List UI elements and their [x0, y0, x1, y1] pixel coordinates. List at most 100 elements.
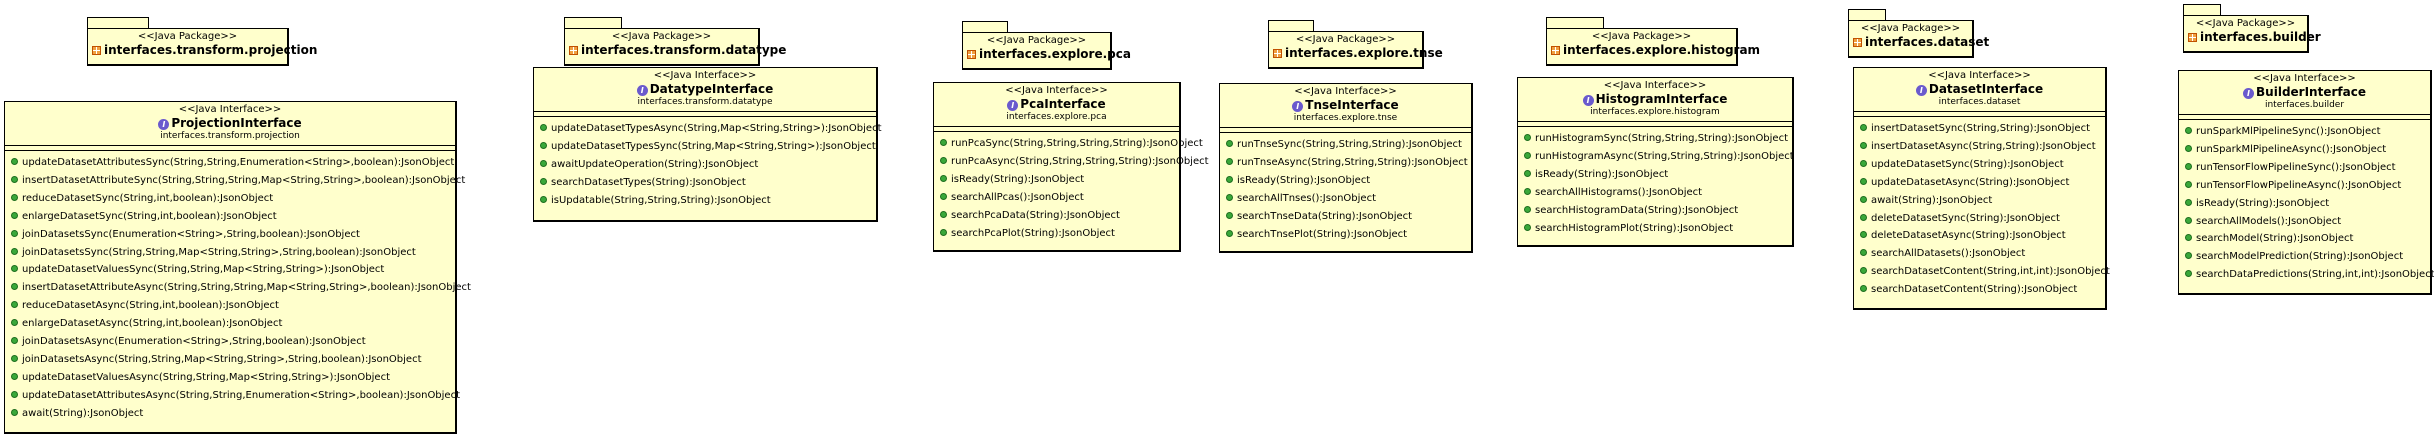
operation-row[interactable]: searchTnseData(String):JsonObject	[1220, 208, 1471, 226]
public-method-icon	[1226, 229, 1233, 237]
public-method-icon	[1860, 285, 1867, 293]
public-method-icon	[11, 247, 18, 255]
interface-name: DatatypeInterface	[649, 82, 774, 96]
operation-row[interactable]: updateDatasetAsync(String):JsonObject	[1854, 174, 2105, 192]
operation-signature: searchAllHistograms():JsonObject	[1535, 186, 1703, 198]
interface-stereotype: <<Java Interface>>	[2253, 73, 2356, 84]
interface-package: interfaces.explore.histogram	[1590, 107, 1720, 117]
package-icon	[569, 46, 578, 55]
operation-row[interactable]: reduceDatasetAsync(String,int,boolean):J…	[5, 297, 455, 315]
interface-package: interfaces.transform.projection	[160, 131, 300, 141]
operation-row[interactable]: runHistogramAsync(String,String,String):…	[1518, 148, 1794, 166]
operation-row[interactable]: isReady(String):JsonObject	[2179, 195, 2430, 213]
public-method-icon	[11, 265, 18, 273]
operation-signature: runHistogramSync(String,String,String):J…	[1535, 133, 1789, 144]
operation-row[interactable]: runTensorFlowPipelineAsync():JsonObject	[2179, 177, 2430, 195]
operation-row[interactable]: runPcaSync(String,String,String,String):…	[934, 135, 1203, 153]
operation-signature: joinDatasetsSync(String,String,Map<Strin…	[22, 246, 416, 258]
operation-row[interactable]: searchAllHistograms():JsonObject	[1518, 184, 1792, 202]
operation-row[interactable]: runSparkMlPipelineAsync():JsonObject	[2179, 141, 2430, 159]
operation-signature: updateDatasetAsync(String):JsonObject	[1871, 176, 2070, 188]
operation-row[interactable]: insertDatasetAttributeSync(String,String…	[5, 172, 465, 190]
operation-row[interactable]: searchHistogramPlot(String):JsonObject	[1518, 220, 1792, 238]
public-method-icon	[2185, 180, 2192, 188]
public-method-icon	[11, 175, 18, 183]
operation-row[interactable]: runTensorFlowPipelineSync():JsonObject	[2179, 159, 2430, 177]
operation-row[interactable]: updateDatasetTypesSync(String,Map<String…	[534, 138, 876, 156]
operation-signature: insertDatasetSync(String,String):JsonObj…	[1871, 123, 2090, 134]
public-method-icon	[940, 210, 947, 218]
operation-row[interactable]: runHistogramSync(String,String,String):J…	[1518, 130, 1792, 148]
operation-row[interactable]: deleteDatasetAsync(String):JsonObject	[1854, 227, 2105, 245]
public-method-icon	[11, 319, 18, 327]
operation-row[interactable]: updateDatasetValuesSync(String,String,Ma…	[5, 261, 455, 279]
operation-signature: searchDatasetContent(String):JsonObject	[1871, 284, 2078, 296]
operation-row[interactable]: runPcaAsync(String,String,String,String)…	[934, 153, 1209, 171]
operation-signature: isReady(String):JsonObject	[1535, 168, 1669, 180]
operation-row[interactable]: searchDatasetTypes(String):JsonObject	[534, 174, 876, 192]
operation-row[interactable]: searchHistogramData(String):JsonObject	[1518, 202, 1792, 220]
operation-row[interactable]: reduceDatasetSync(String,int,boolean):Js…	[5, 190, 455, 208]
operation-row[interactable]: searchDatasetContent(String,int,int):Jso…	[1854, 263, 2110, 281]
operation-signature: searchTnseData(String):JsonObject	[1237, 210, 1413, 222]
operation-row[interactable]: updateDatasetAttributesSync(String,Strin…	[5, 154, 455, 172]
operation-row[interactable]: insertDatasetAttributeAsync(String,Strin…	[5, 279, 471, 297]
operation-row[interactable]: searchDatasetContent(String):JsonObject	[1854, 281, 2105, 299]
operation-row[interactable]: await(String):JsonObject	[1854, 192, 2105, 210]
operation-row[interactable]: enlargeDatasetSync(String,int,boolean):J…	[5, 208, 455, 226]
operation-signature: isReady(String):JsonObject	[2196, 197, 2330, 209]
operation-row[interactable]: searchAllDatasets():JsonObject	[1854, 245, 2105, 263]
operation-row[interactable]: updateDatasetSync(String):JsonObject	[1854, 156, 2105, 174]
operation-row[interactable]: searchAllTnses():JsonObject	[1220, 190, 1471, 208]
operation-row[interactable]: runTnseSync(String,String,String):JsonOb…	[1220, 136, 1471, 154]
operation-signature: searchPcaPlot(String):JsonObject	[951, 227, 1115, 239]
operation-row[interactable]: joinDatasetsSync(Enumeration<String>,Str…	[5, 226, 455, 244]
public-method-icon	[11, 211, 18, 219]
operation-signature: insertDatasetAsync(String,String):JsonOb…	[1871, 140, 2096, 152]
operation-row[interactable]: searchDataPredictions(String,int,int):Js…	[2179, 266, 2434, 284]
operation-row[interactable]: enlargeDatasetAsync(String,int,boolean):…	[5, 315, 455, 333]
operation-row[interactable]: updateDatasetValuesAsync(String,String,M…	[5, 369, 455, 387]
public-method-icon	[1860, 124, 1867, 131]
operation-row[interactable]: await(String):JsonObject	[5, 405, 455, 423]
operation-row[interactable]: searchAllModels():JsonObject	[2179, 213, 2430, 231]
operation-row[interactable]: insertDatasetAsync(String,String):JsonOb…	[1854, 138, 2105, 156]
operation-row[interactable]: isUpdatable(String,String,String):JsonOb…	[534, 192, 876, 210]
operations-compartment: updateDatasetTypesAsync(String,Map<Strin…	[534, 116, 881, 210]
operation-row[interactable]: deleteDatasetSync(String):JsonObject	[1854, 210, 2105, 228]
operation-row[interactable]: searchModelPrediction(String):JsonObject	[2179, 248, 2430, 266]
operation-row[interactable]: updateDatasetTypesAsync(String,Map<Strin…	[534, 120, 881, 138]
operation-row[interactable]: searchTnsePlot(String):JsonObject	[1220, 226, 1471, 244]
operation-row[interactable]: searchAllPcas():JsonObject	[934, 189, 1179, 207]
operation-row[interactable]: runTnseAsync(String,String,String):JsonO…	[1220, 154, 1471, 172]
operation-row[interactable]: isReady(String):JsonObject	[934, 171, 1179, 189]
package-icon	[967, 50, 976, 59]
operation-signature: runSparkMlPipelineAsync():JsonObject	[2196, 143, 2387, 155]
operation-signature: searchDatasetContent(String,int,int):Jso…	[1871, 266, 2110, 278]
public-method-icon	[540, 177, 547, 185]
public-method-icon	[2185, 234, 2192, 242]
operation-signature: await(String):JsonObject	[22, 407, 144, 419]
operation-row[interactable]: runSparkMlPipelineSync():JsonObject	[2179, 123, 2430, 141]
operation-row[interactable]: joinDatasetsSync(String,String,Map<Strin…	[5, 244, 455, 262]
package-body: <<Java Package>> interfaces.dataset	[1848, 20, 1989, 58]
operation-row[interactable]: awaitUpdateOperation(String):JsonObject	[534, 156, 876, 174]
operation-row[interactable]: isReady(String):JsonObject	[1518, 166, 1792, 184]
interface-stereotype: <<Java Interface>>	[1928, 70, 2031, 81]
package-stereotype: <<Java Package>>	[1295, 34, 1396, 45]
operation-row[interactable]: searchPcaPlot(String):JsonObject	[934, 225, 1179, 243]
operation-row[interactable]: isReady(String):JsonObject	[1220, 172, 1471, 190]
operation-row[interactable]: joinDatasetsAsync(String,String,Map<Stri…	[5, 351, 455, 369]
operation-row[interactable]: joinDatasetsAsync(Enumeration<String>,St…	[5, 333, 455, 351]
operation-row[interactable]: insertDatasetSync(String,String):JsonObj…	[1854, 120, 2105, 138]
operation-row[interactable]: searchPcaData(String):JsonObject	[934, 207, 1179, 225]
operation-row[interactable]: searchModel(String):JsonObject	[2179, 230, 2430, 248]
operation-row[interactable]: updateDatasetAttributesAsync(String,Stri…	[5, 387, 460, 405]
